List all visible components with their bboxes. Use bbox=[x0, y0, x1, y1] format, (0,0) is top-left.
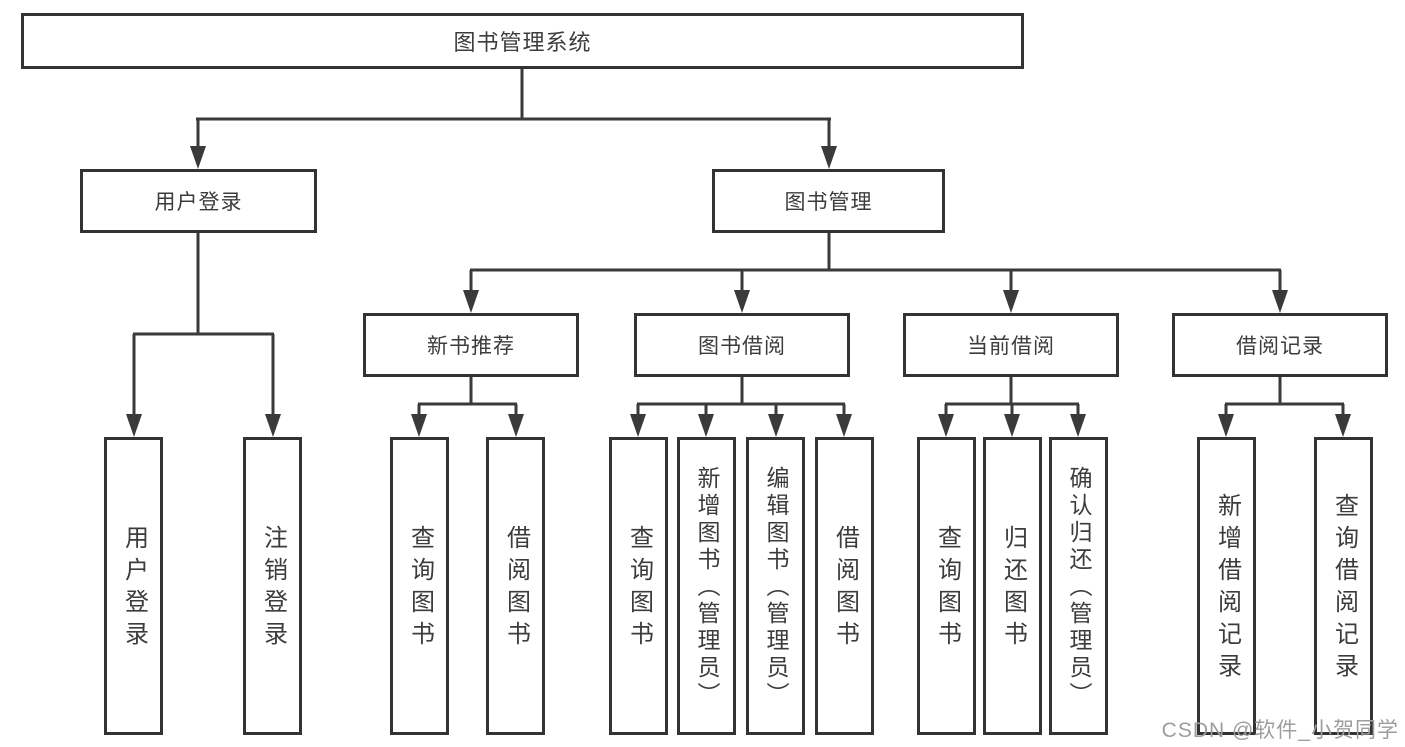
arrowhead bbox=[821, 146, 837, 169]
arrowhead bbox=[630, 414, 646, 437]
arrowhead bbox=[508, 414, 524, 437]
node-book-borrowing: 图书借阅 bbox=[634, 313, 850, 377]
node-current-borrowing: 当前借阅 bbox=[903, 313, 1119, 377]
leaf-query-books-recommend: 查询图书 bbox=[390, 437, 449, 735]
node-book-management: 图书管理 bbox=[712, 169, 945, 233]
arrowhead bbox=[463, 290, 479, 313]
arrowhead bbox=[768, 414, 784, 437]
connector-new-book-branch bbox=[417, 375, 518, 418]
leaf-borrow-books: 借阅图书 bbox=[815, 437, 874, 735]
leaf-add-borrow-record: 新增借阅记录 bbox=[1197, 437, 1256, 735]
leaf-query-books-current: 查询图书 bbox=[917, 437, 976, 735]
arrowhead bbox=[1335, 414, 1351, 437]
node-library-management-system: 图书管理系统 bbox=[21, 13, 1024, 69]
leaf-edit-books-admin: 编辑图书（管理员） bbox=[746, 437, 805, 735]
connector-borrow-record-branch bbox=[1224, 375, 1345, 418]
arrowhead bbox=[836, 414, 852, 437]
connector-book-borrow-branch bbox=[636, 375, 846, 418]
node-new-book-recommend: 新书推荐 bbox=[363, 313, 579, 377]
arrowhead bbox=[1070, 414, 1086, 437]
node-borrowing-records: 借阅记录 bbox=[1172, 313, 1388, 377]
leaf-query-books-borrowing: 查询图书 bbox=[609, 437, 668, 735]
arrowhead bbox=[1003, 290, 1019, 313]
connector-current-borrow-branch bbox=[944, 375, 1080, 418]
connector-lines bbox=[132, 67, 1345, 418]
connector-user-login-branch bbox=[132, 231, 275, 418]
arrowhead bbox=[1004, 414, 1020, 437]
leaf-query-borrow-record: 查询借阅记录 bbox=[1314, 437, 1373, 735]
arrowhead bbox=[1272, 290, 1288, 313]
arrowhead bbox=[698, 414, 714, 437]
leaf-borrow-books-recommend: 借阅图书 bbox=[486, 437, 545, 735]
arrowhead bbox=[734, 290, 750, 313]
arrowhead-group bbox=[126, 146, 1351, 437]
arrowhead bbox=[411, 414, 427, 437]
leaf-user-login: 用户登录 bbox=[104, 437, 163, 735]
arrowhead bbox=[126, 414, 142, 437]
connector-book-mgmt-branch bbox=[469, 231, 1282, 294]
node-user-login: 用户登录 bbox=[80, 169, 317, 233]
arrowhead bbox=[1218, 414, 1234, 437]
leaf-add-books-admin: 新增图书（管理员） bbox=[677, 437, 736, 735]
connector-root-to-level2 bbox=[196, 67, 831, 150]
arrowhead bbox=[938, 414, 954, 437]
leaf-logout: 注销登录 bbox=[243, 437, 302, 735]
arrowhead bbox=[190, 146, 206, 169]
arrowhead bbox=[265, 414, 281, 437]
watermark: CSDN @软件_小贺同学 bbox=[1161, 719, 1399, 742]
leaf-return-books: 归还图书 bbox=[983, 437, 1042, 735]
leaf-confirm-return-admin: 确认归还（管理员） bbox=[1049, 437, 1108, 735]
